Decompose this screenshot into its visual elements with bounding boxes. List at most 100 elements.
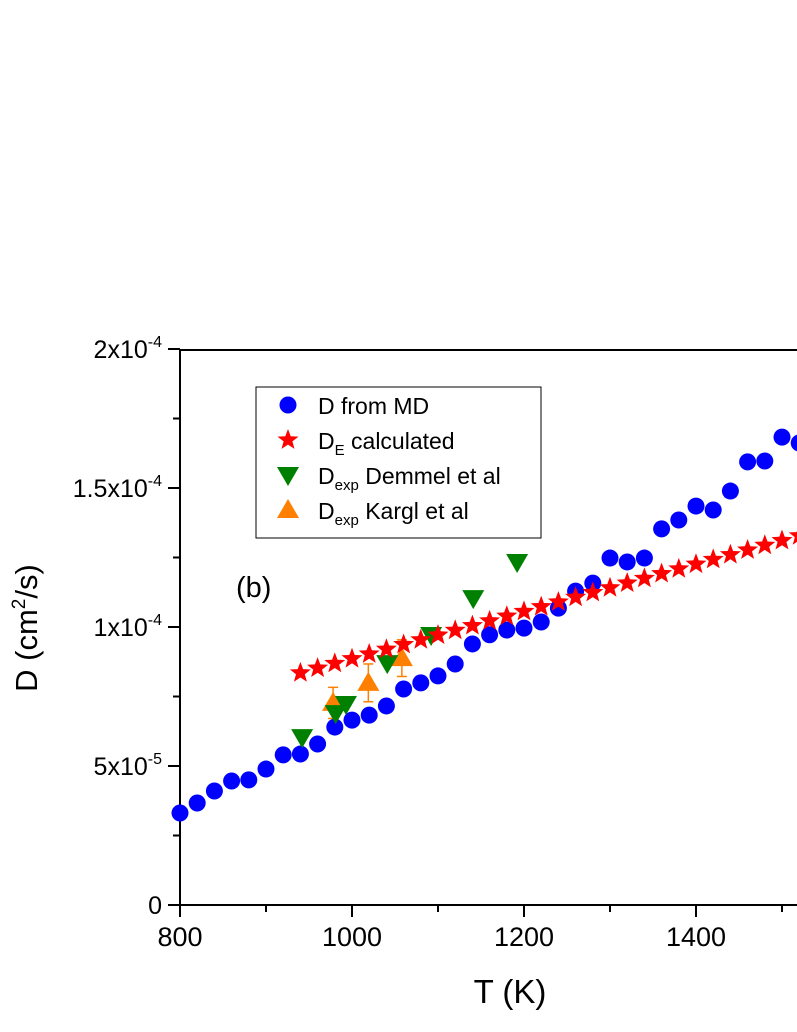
legend-marker	[277, 499, 299, 518]
y-tick-label: 5x10-5	[94, 751, 163, 781]
data-point	[618, 553, 636, 571]
data-point	[341, 647, 363, 668]
data-point	[171, 804, 189, 822]
data-point	[429, 667, 447, 685]
data-point	[653, 520, 671, 538]
data-point	[582, 581, 604, 602]
data-point	[670, 511, 688, 529]
data-marks	[171, 428, 797, 822]
legend-marker	[279, 396, 297, 414]
data-point	[719, 543, 741, 564]
data-point	[790, 434, 797, 452]
data-point	[668, 557, 690, 578]
y-tick-exponent: -4	[148, 334, 162, 351]
x-tick-label: 800	[157, 922, 202, 952]
x-tick-label: 1000	[322, 922, 382, 952]
legend-label-sub: exp	[335, 477, 359, 494]
data-point	[376, 655, 399, 675]
legend-label-main: D	[318, 463, 335, 489]
data-point	[205, 782, 223, 800]
y-tick-base: 1.5x10	[73, 475, 148, 503]
data-point	[223, 772, 241, 790]
data-point	[702, 548, 724, 569]
data-point	[274, 746, 292, 764]
y-tick-label: 2x10-4	[94, 334, 163, 364]
y-tick-base: 1x10	[94, 614, 148, 642]
data-point	[377, 697, 395, 715]
legend-marker	[277, 429, 299, 449]
data-point	[334, 696, 357, 716]
data-point	[395, 680, 413, 698]
data-point	[601, 549, 619, 567]
data-point	[444, 619, 466, 640]
data-point	[635, 549, 653, 567]
data-point	[375, 638, 397, 659]
legend-label-sub: E	[335, 442, 345, 459]
legend-label-rest: calculated	[345, 428, 455, 454]
data-point	[506, 553, 529, 573]
data-point	[427, 624, 449, 644]
data-point	[756, 452, 774, 470]
legend-label-main: D from MD	[318, 393, 429, 419]
data-point	[739, 453, 757, 471]
y-tick-label: 0	[148, 892, 162, 920]
legend-label-rest: Demmel et al	[359, 463, 501, 489]
data-point	[685, 553, 707, 574]
data-point	[462, 590, 485, 610]
data-point	[343, 711, 361, 729]
data-point	[788, 530, 797, 545]
legend-marker	[277, 467, 299, 486]
data-point	[633, 567, 655, 588]
data-point	[704, 501, 722, 519]
legend-label: Dexp Kargl et al	[318, 498, 469, 529]
legend-label-sub: exp	[335, 512, 359, 529]
data-point	[240, 771, 258, 789]
legend-label: DE calculated	[318, 428, 455, 459]
panel-label: (b)	[236, 572, 271, 604]
data-point	[687, 497, 705, 515]
data-point	[390, 647, 413, 667]
data-point	[326, 718, 344, 736]
data-point	[307, 657, 329, 677]
data-point	[481, 626, 499, 644]
legend-label-rest: Kargl et al	[359, 498, 469, 524]
data-point	[412, 674, 430, 692]
x-tick-label: 1400	[666, 922, 726, 952]
data-point	[616, 572, 638, 592]
y-tick-label: 1x10-4	[94, 612, 163, 642]
data-point	[257, 760, 275, 778]
data-point	[651, 562, 673, 583]
data-point	[410, 628, 432, 649]
y-tick-exponent: -4	[148, 473, 162, 490]
legend-box	[255, 386, 542, 539]
data-point	[547, 591, 569, 611]
series-triangle-down	[291, 553, 529, 749]
y-tick-base: 5x10	[94, 753, 148, 781]
data-point	[463, 635, 481, 653]
data-point	[461, 614, 483, 635]
data-point	[754, 534, 776, 555]
y-axis-label-rest: /s)	[9, 564, 44, 598]
data-point	[360, 706, 378, 724]
series-star	[289, 529, 797, 682]
data-point	[530, 595, 552, 616]
legend-label-main: D	[318, 428, 335, 454]
y-axis-label-main: D (cm	[9, 609, 44, 692]
data-point	[289, 661, 311, 682]
y-tick-label: 1.5x10-4	[73, 473, 162, 503]
y-axis-label: D (cm2/s)	[9, 564, 44, 692]
y-tick-base: 0	[148, 892, 162, 920]
data-point	[358, 643, 380, 663]
data-point	[771, 529, 793, 550]
data-point	[532, 613, 550, 631]
data-point	[309, 735, 327, 753]
data-point	[479, 609, 501, 630]
data-point	[565, 586, 587, 607]
x-tick-label: 1200	[494, 922, 554, 952]
data-point	[496, 605, 518, 626]
data-point	[324, 705, 347, 725]
series-circle	[171, 428, 797, 822]
